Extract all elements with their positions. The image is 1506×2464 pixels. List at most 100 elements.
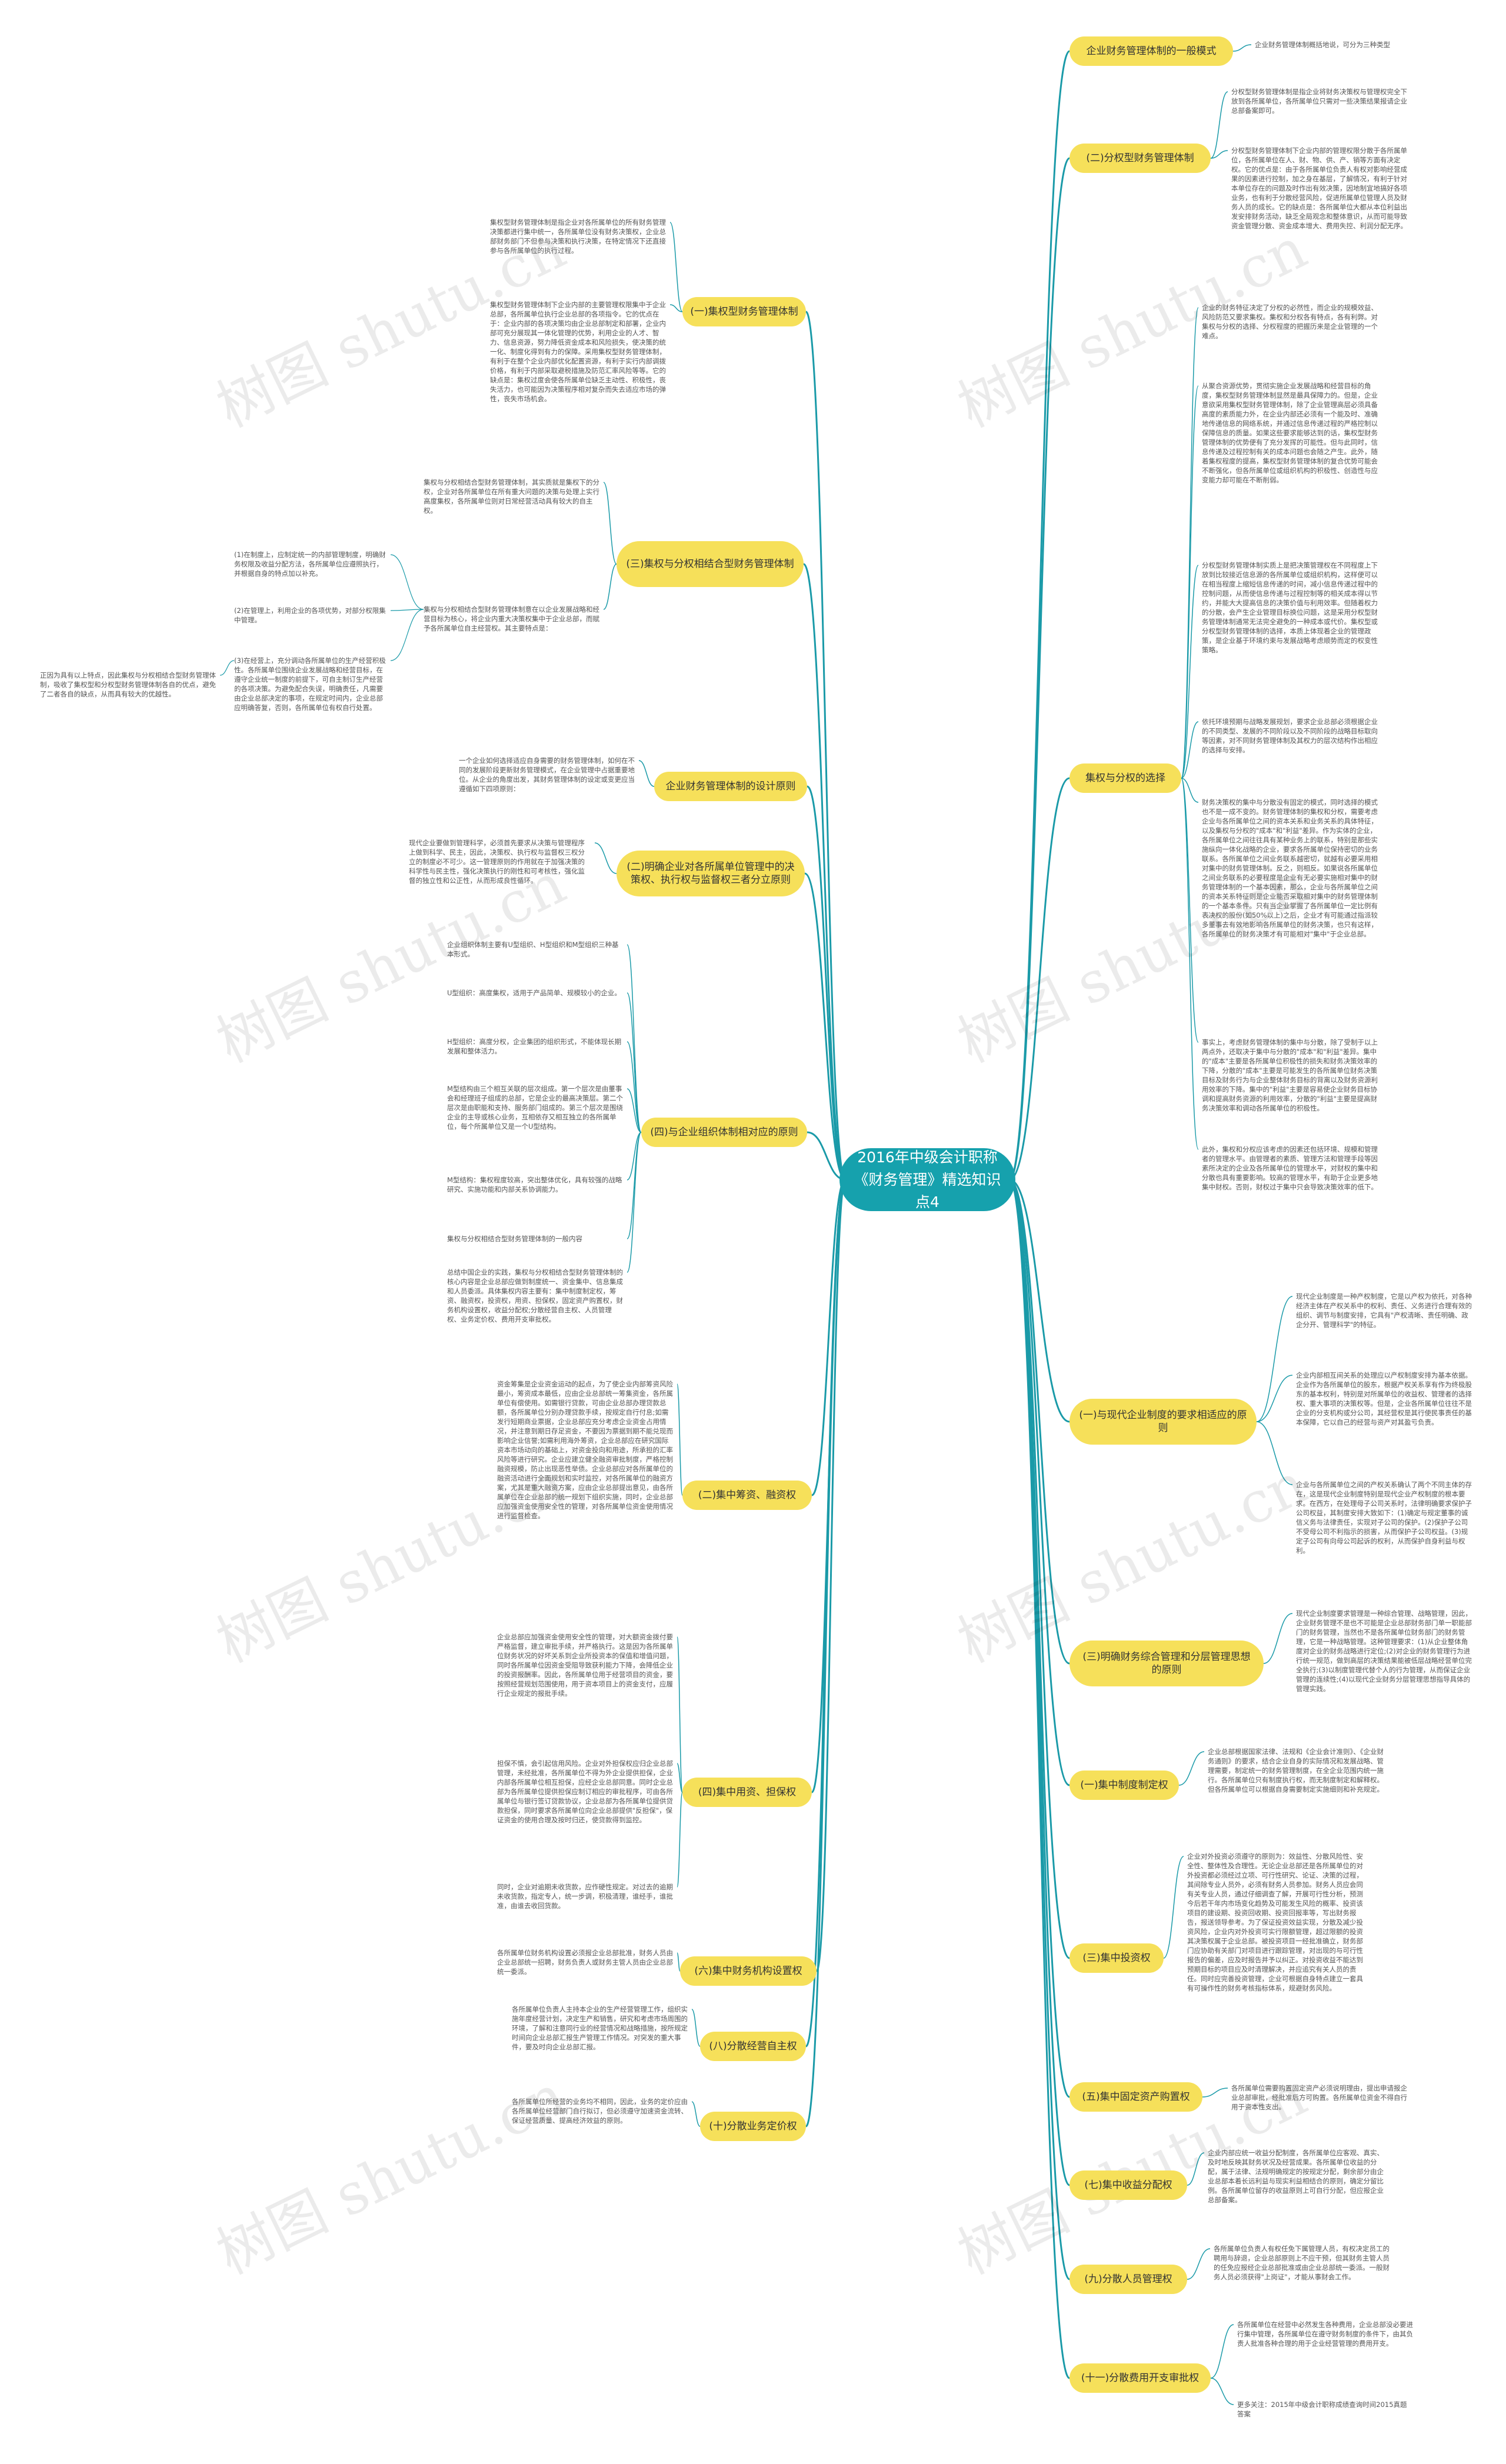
connector-line (811, 1179, 847, 1496)
leaf-text: 企业内部应统一收益分配制度，各所属单位应客观、真实、及时地反映其财务状况及经营成… (1208, 2149, 1384, 2204)
leaf-text: (2)在管理上，利用企业的各项优势，对部分权限集中管理。 (234, 606, 386, 624)
connector-line (1256, 1375, 1293, 1422)
branch-fixed-asset-purchase[interactable]: (五)集中固定资产购置权 (1069, 2082, 1202, 2112)
leaf-text: 集权与分权相结合型财务管理体制意在以企业发展战略和经营目标为核心，将企业内重大决… (424, 605, 599, 632)
connector-line (1256, 1421, 1293, 1485)
branch-pricing-right[interactable]: (十)分散业务定价权 (700, 2112, 806, 2141)
leaf-text: 集权与分权相结合型财务管理体制，其实质就是集权下的分权，企业对各所属单位在所有重… (424, 478, 599, 515)
connector-line (627, 1088, 642, 1133)
leaf-text: 集权型财务管理体制是指企业对各所属单位的所有财务管理决策都进行集中统一，各所属单… (490, 218, 666, 255)
connector-line (1210, 2324, 1234, 2379)
connector-line (603, 564, 617, 610)
connector-line (1181, 778, 1199, 1043)
leaf-text: 现代企业要做到管理科学，必须首先要求从决策与管理程序上做到科学、民主，因此，决策… (409, 839, 585, 885)
branch-expense-approval[interactable]: (十一)分散费用开支审批权 (1069, 2363, 1211, 2393)
leaf-text: 企业内部相互间关系的处理应以产权制度安排为基本依据。企业作为各所属单位的股东，根… (1296, 1371, 1472, 1426)
connector-line (1181, 778, 1199, 1150)
branch-three-powers-principle[interactable]: (二)明确企业对各所属单位管理中的决策权、执行权与监督权三者分立原则 (617, 851, 805, 896)
connector-line (677, 1952, 681, 1972)
connector-line (1181, 565, 1199, 779)
connector-line (1009, 1179, 1070, 1786)
branch-financing-right[interactable]: (二)集中筹资、融资权 (682, 1481, 812, 1510)
connector-line (627, 1132, 642, 1239)
connector-line (603, 482, 617, 565)
connector-line (1008, 1179, 1071, 2280)
leaf-text: H型组织：高度分权，企业集团的组织形式，不能体现长期发展和整体活力。 (447, 1038, 622, 1055)
leaf-text: 集权与分权相结合型财务管理体制的一般内容 (447, 1235, 582, 1243)
connector-line (1008, 157, 1071, 1181)
branch-fund-use-guarantee[interactable]: (四)集中用资、担保权 (682, 1778, 812, 1807)
leaf-text: 财务决策权的集中与分散没有固定的模式，同时选择的模式也不是一成不变的。财务管理体… (1202, 798, 1378, 938)
leaf-text: 企业总部根据国家法律、法规和《企业会计准则》、《企业财务通则》的要求，结合企业自… (1208, 1748, 1384, 1793)
branch-modern-enterprise-principle[interactable]: (一)与现代企业制度的要求相适应的原则 (1069, 1399, 1257, 1445)
connector-line (219, 660, 235, 676)
leaf-text: 一个企业如何选择适应自身需要的财务管理体制，如何在不同的发展阶段更新财务管理模式… (459, 756, 635, 793)
connector-line (691, 2101, 701, 2127)
leaf-text: 各所属单位负责人主持本企业的生产经营管理工作，组织实施年度经营计划，决定生产和销… (512, 2005, 688, 2051)
connector-line (594, 842, 617, 874)
leaf-text: 担保不慎，会引起信用风险。企业对外担保权应归企业总部管理，未经批准，各所属单位不… (497, 1759, 673, 1824)
connector-line (677, 1792, 683, 1888)
connector-line (1210, 2378, 1234, 2405)
branch-finance-org-setup[interactable]: (六)集中财务机构设置权 (680, 1956, 817, 1986)
branch-centralized-system[interactable]: (一)集权型财务管理体制 (682, 297, 806, 326)
leaf-text: 企业财务管理体制概括地说，可分为三种类型 (1255, 41, 1390, 49)
connector-line (390, 609, 424, 611)
connector-line (627, 992, 642, 1133)
branch-design-principles[interactable]: 企业财务管理体制的设计原则 (654, 772, 807, 801)
leaf-text: 现代企业制度是一种产权制度，它是以产权为依托，对各种经济主体在产权关系中的权利、… (1296, 1292, 1472, 1329)
connector-line (669, 222, 683, 312)
connector-line (1232, 44, 1252, 52)
branch-investment-right[interactable]: (三)集中投资权 (1069, 1943, 1164, 1973)
connector-line (807, 785, 846, 1181)
connector-line (1181, 721, 1199, 779)
connector-line (1181, 778, 1199, 803)
leaf-text: 各所属单位在经营中必然发生各种费用，企业总部没必要进行集中管理，各所属单位在遵守… (1237, 2320, 1413, 2348)
branch-layered-management-principle[interactable]: (三)明确财务综合管理和分层管理思想的原则 (1069, 1641, 1264, 1686)
leaf-text: M型结构：集权程度较高，突出整体优化，具有较强的战略研究、实施功能和内部关系协调… (447, 1176, 622, 1193)
leaf-text: 从聚合资源优势，贯彻实施企业发展战略和经营目标的角度，集权型财务管理体制显然是最… (1202, 382, 1378, 484)
connector-line (1009, 1179, 1070, 1423)
connector-line (677, 1383, 683, 1496)
leaf-text: 分权型财务管理体制是指企业将财务决策权与管理权完全下放到各所属单位，各所属单位只… (1231, 88, 1407, 115)
connector-line (669, 304, 683, 312)
connector-line (677, 1763, 683, 1793)
leaf-text: 此外，集权和分权应该考虑的因素还包括环境、规模和管理者的管理水平。由管理者的素质… (1202, 1145, 1378, 1191)
branch-rule-making-right[interactable]: (一)集中制度制定权 (1069, 1771, 1179, 1800)
connector-line (1210, 150, 1228, 159)
connector-line (1256, 1296, 1293, 1422)
branch-hybrid-system[interactable]: (三)集权与分权相结合型财务管理体制 (617, 541, 804, 587)
leaf-text: 依托环境预期与战略发展规划，要求企业总部必须根据企业的不同类型、发展的不同阶段以… (1202, 718, 1378, 754)
connector-line (1009, 777, 1070, 1181)
connector-line (1009, 1179, 1070, 2098)
leaf-text: 各所属单位负责人有权任免下属管理人员，有权决定员工的聘用与辞退，企业总部原则上不… (1214, 2245, 1390, 2281)
connector-line (627, 1041, 642, 1133)
leaf-text: 总结中国企业的实践，集权与分权相结合型财务管理体制的核心内容是企业总部应做到制度… (447, 1268, 623, 1323)
connector-line (1187, 2152, 1205, 2186)
connector-line (1008, 1179, 1071, 2379)
leaf-text: 资金筹集是企业资金运动的起点，为了使企业内部筹资风险最小，筹资成本最低，应由企业… (497, 1380, 673, 1520)
branch-organization-principle[interactable]: (四)与企业组织体制相对应的原则 (641, 1118, 807, 1147)
connector-line (805, 1179, 847, 2128)
connector-line (1210, 91, 1228, 159)
central-topic[interactable]: 2016年中级会计职称《财务管理》精选知识点4 (839, 1148, 1015, 1211)
branch-centralization-choice[interactable]: 集权与分权的选择 (1069, 763, 1181, 793)
leaf-text: U型组织：高度集权，适用于产品简单、规模较小的企业。 (447, 989, 621, 997)
branch-decentralized-system[interactable]: (二)分权型财务管理体制 (1069, 144, 1211, 173)
connector-line (627, 944, 642, 1133)
leaf-text: 企业与各所属单位之间的产权关系确认了两个不同主体的存在，这是现代企业制度特别是现… (1296, 1481, 1472, 1555)
connector-line (627, 1132, 642, 1273)
leaf-text: 企业组织体制主要有U型组织、H型组织和M型组织三种基本形式。 (447, 941, 619, 958)
leaf-text: 企业对外投资必须遵守的原则为：效益性、分散风险性、安全性、整体性及合理性。无论企… (1187, 1852, 1363, 1992)
connector-line (805, 311, 847, 1181)
branch-profit-distribution[interactable]: (七)集中收益分配权 (1069, 2170, 1187, 2200)
connector-line (815, 1179, 847, 1972)
connector-line (802, 563, 847, 1181)
leaf-text: 企业的财务特征决定了分权的必然性，而企业的规模效益、风险防范又要求集权。集权和分… (1202, 304, 1378, 340)
branch-personnel-management[interactable]: (九)分散人员管理权 (1069, 2265, 1187, 2294)
branch-operating-autonomy[interactable]: (八)分散经营自主权 (700, 2032, 806, 2061)
connector-line (390, 554, 424, 610)
leaf-text: 同时，企业对逾期未收货款，应作硬性规定。对过去的逾期未收货款，指定专人，统一步调… (497, 1883, 673, 1910)
branch-general-mode[interactable]: 企业财务管理体制的一般模式 (1069, 36, 1233, 66)
